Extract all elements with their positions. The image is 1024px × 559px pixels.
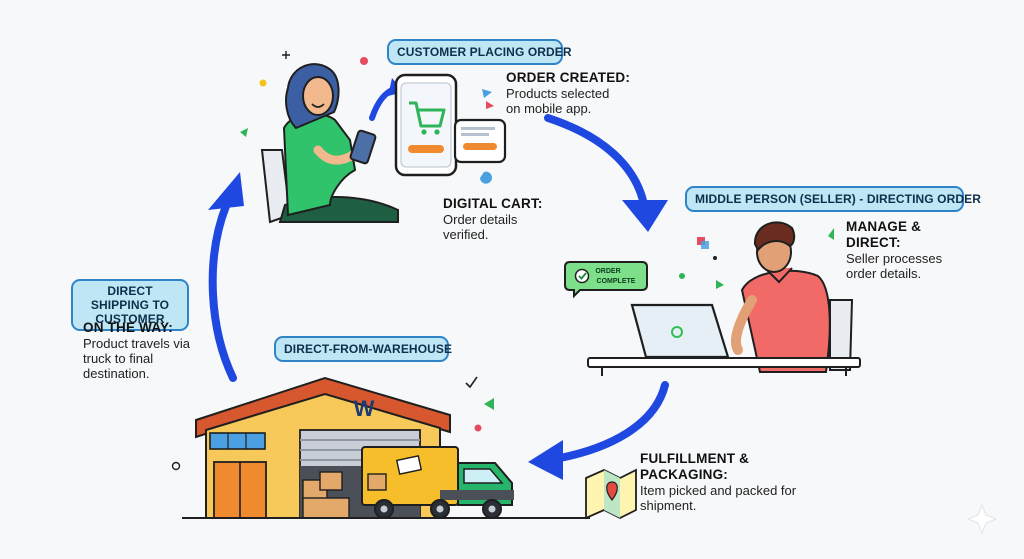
- order-complete-badge: ORDER COMPLETE: [564, 261, 648, 299]
- direct-shipping-tag: DIRECT SHIPPING TO CUSTOMER: [71, 279, 189, 331]
- manage-direct-title: MANAGE & DIRECT:: [846, 219, 922, 250]
- seller-illustration: [730, 221, 854, 373]
- fulfillment-step: FULFILLMENT & PACKAGING: Item picked and…: [640, 451, 840, 513]
- smartphone-icon: [394, 73, 458, 177]
- order-created-line2: on mobile app.: [506, 101, 592, 116]
- warehouse-sign: W: [354, 396, 375, 421]
- fulfillment-line1: Item picked and packed for: [640, 483, 797, 498]
- delivery-truck-icon: [361, 446, 514, 519]
- order-badge-line2: COMPLETE: [597, 278, 636, 285]
- order-card: [453, 118, 507, 164]
- flow-arrow-customer-to-seller: [544, 114, 668, 232]
- fulfillment-title: FULFILLMENT & PACKAGING:: [640, 451, 750, 482]
- flow-arrow-warehouse-to-customer: [208, 172, 244, 382]
- manage-direct-line2: order details.: [846, 266, 922, 281]
- on-the-way-line1: Product travels via: [83, 336, 190, 351]
- checkmark-icon: [578, 272, 587, 280]
- map-pin-icon: [585, 468, 637, 520]
- direct-from-warehouse-tag: DIRECT-FROM-WAREHOUSE: [274, 336, 452, 362]
- manage-direct-line1: Seller processes: [846, 251, 943, 266]
- digital-cart-title: DIGITAL CART:: [443, 196, 543, 211]
- flow-arrow-seller-to-warehouse: [528, 381, 669, 480]
- sparkle-icon: [171, 51, 998, 535]
- shopping-cart-icon: [409, 101, 446, 135]
- order-created-step: ORDER CREATED: Products selected on mobi…: [506, 70, 636, 116]
- on-the-way-line2: truck to final: [83, 351, 154, 366]
- digital-cart-line2: verified.: [443, 227, 489, 242]
- fulfillment-line2: shipment.: [640, 498, 697, 513]
- digital-cart-line1: Order details: [443, 212, 518, 227]
- manage-direct-step: MANAGE & DIRECT: Seller processes order …: [846, 219, 976, 281]
- customer-placing-order-tag: CUSTOMER PLACING ORDER: [387, 39, 572, 65]
- on-the-way-title: ON THE WAY:: [83, 320, 173, 335]
- seller-directing-order-tag: MIDDLE PERSON (SELLER) - DIRECTING ORDER: [685, 186, 981, 212]
- order-badge-line1: ORDER: [595, 268, 620, 275]
- customer-illustration: [260, 63, 399, 224]
- order-created-line1: Products selected: [506, 86, 610, 101]
- laptop-icon: [630, 303, 730, 359]
- on-the-way-step: ON THE WAY: Product travels via truck to…: [83, 320, 203, 381]
- desk: [587, 357, 861, 376]
- on-the-way-line3: destination.: [83, 366, 150, 381]
- order-created-title: ORDER CREATED:: [506, 70, 631, 85]
- digital-cart-step: DIGITAL CART: Order details verified.: [443, 196, 553, 242]
